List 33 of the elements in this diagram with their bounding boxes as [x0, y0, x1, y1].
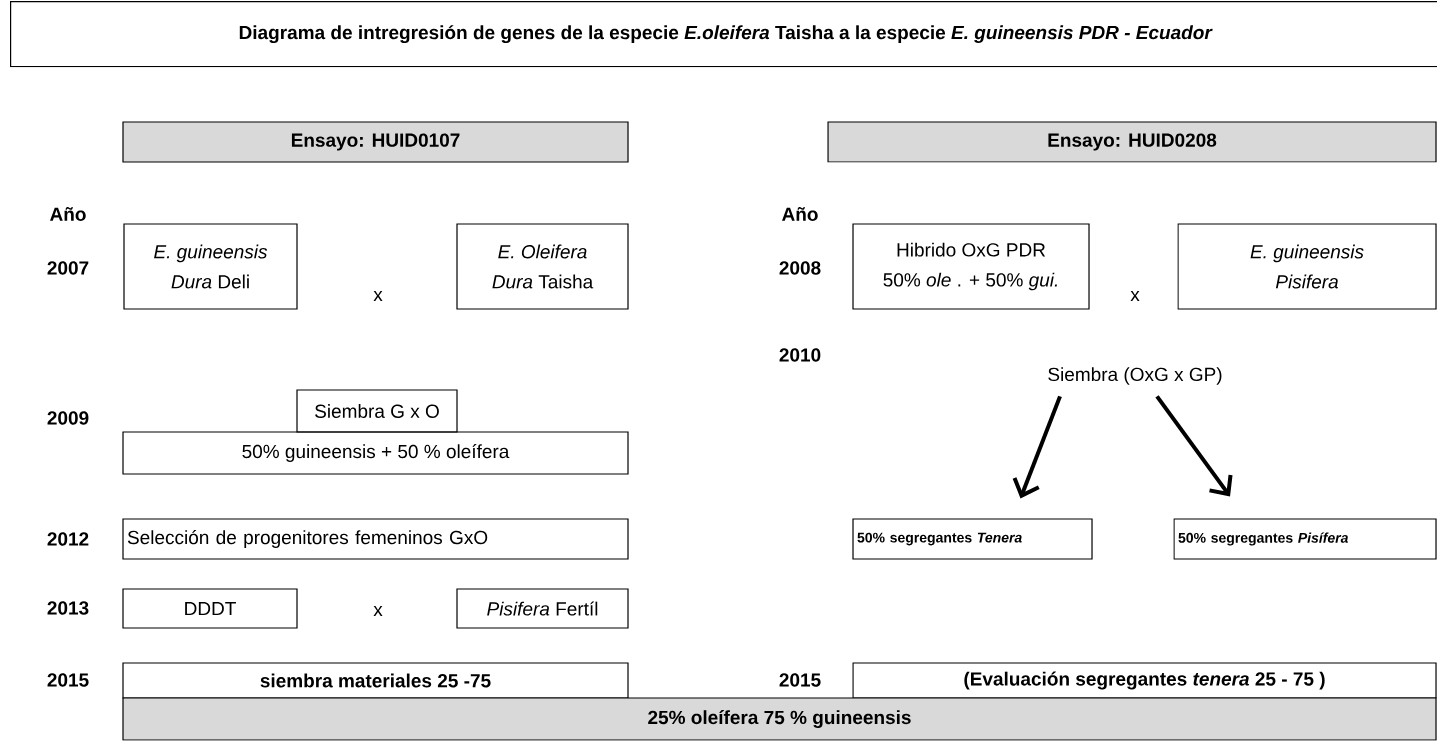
year-label: 2012: [47, 532, 89, 546]
year-label: 2015: [47, 673, 89, 687]
text-box: 50% segregantes Pisífera: [1173, 518, 1437, 560]
year-label: 2015: [779, 673, 821, 687]
result-band: 25% oleífera 75 % guineensis: [122, 697, 1437, 741]
text-box: DDDT: [122, 588, 298, 629]
header-box: Ensayo: HUID0208: [827, 121, 1437, 163]
node-text: Siembra (OxG x GP): [1048, 367, 1222, 385]
header-box: Ensayo: HUID0107: [122, 121, 629, 163]
text-box: (Evaluación segregantes tenera 25 - 75 ): [852, 662, 1437, 699]
text-box: Siembra G x O: [296, 389, 458, 433]
year-label: Año: [50, 207, 86, 221]
title-box: Diagrama de intregresión de genes de la especie E.oleifera Taisha a la especie E. guineensis PDR - Ecuador: [10, 1, 1437, 68]
cross-symbol: x: [373, 606, 383, 617]
text-box: Hibrido OxG PDR 50% ole . + 50% gui.: [852, 223, 1090, 310]
year-label: 2013: [47, 601, 89, 615]
text-box: E. guineensis Pisifera: [1177, 223, 1437, 310]
arrow: [1155, 395, 1233, 497]
cross-symbol: x: [373, 291, 383, 301]
text-box: Selección de progenitores femeninos GxO: [122, 518, 629, 560]
year-label: 2009: [47, 411, 89, 425]
text-box: 50% guineensis + 50 % oleífera: [122, 431, 629, 475]
text-box: siembra materiales 25 -75: [122, 662, 629, 699]
year-label: Año: [782, 207, 818, 221]
text-box: 50% segregantes Tenera: [852, 518, 1093, 560]
text-box: Pisifera Fertíl: [456, 588, 629, 629]
arrow: [1012, 395, 1062, 499]
text-box: E. guineensis Dura Deli: [123, 223, 298, 310]
year-label: 2007: [47, 261, 89, 275]
year-label: 2010: [779, 348, 821, 362]
year-label: 2008: [779, 261, 821, 275]
text-box: E. Oleifera Dura Taisha: [456, 223, 629, 310]
cross-symbol: x: [1130, 291, 1140, 301]
